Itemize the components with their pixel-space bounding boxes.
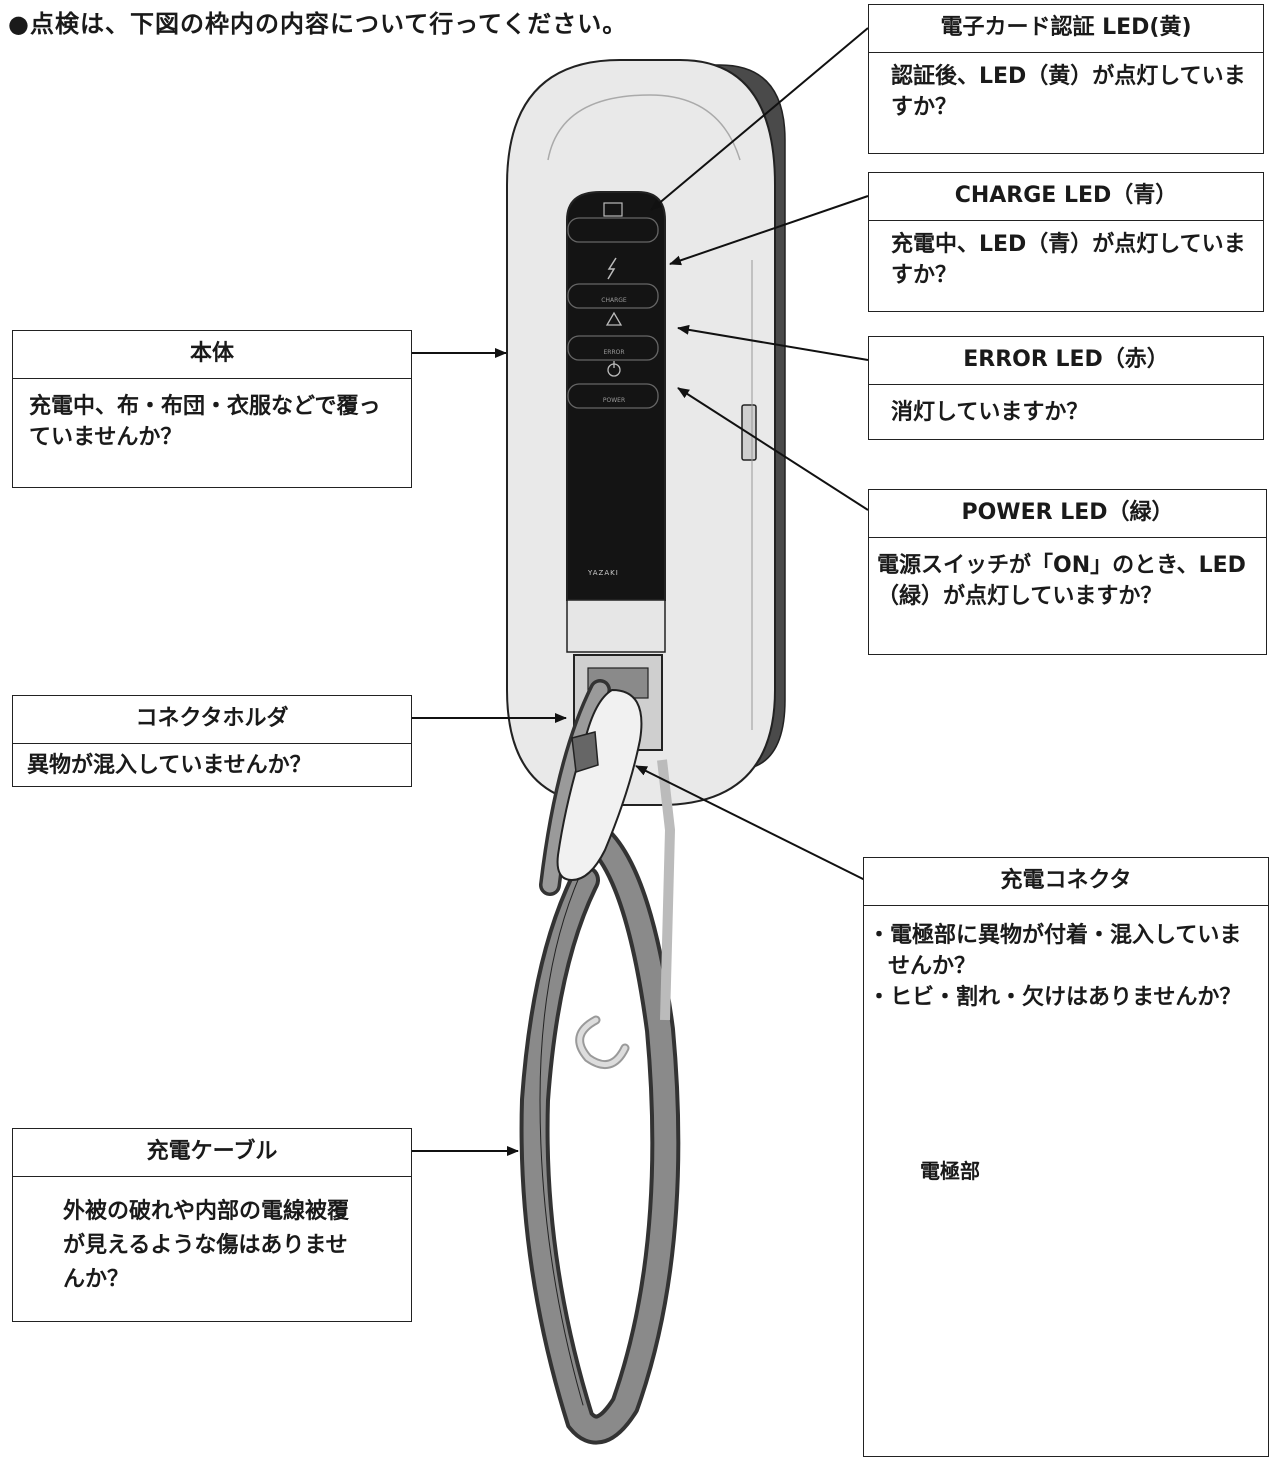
- callout-title: 本体: [13, 331, 411, 379]
- callout-body: 外被の破れや内部の電線被覆が見えるような傷はありませんか？: [63, 1199, 350, 1292]
- panel-button-caption: POWER: [603, 397, 625, 404]
- list-item: ヒビ・割れ・欠けはありませんか？: [868, 982, 1244, 1013]
- callout-body: 充電中、布・布団・衣服などで覆っていませんか？: [29, 394, 381, 450]
- charging-cable: [519, 679, 681, 1445]
- callout-connector: 充電コネクタ 電極部に異物が付着・混入していませんか？ ヒビ・割れ・欠けはありま…: [863, 857, 1269, 1457]
- electrode-label: 電極部: [920, 1159, 980, 1183]
- callout-body: 充電中、LED（青）が点灯していますか？: [891, 232, 1246, 288]
- callout-body: 電極部に異物が付着・混入していませんか？ ヒビ・割れ・欠けはありませんか？: [864, 906, 1268, 1013]
- callout-body: 認証後、LED（黄）が点灯していますか？: [891, 64, 1246, 120]
- callout-title: 電子カード認証 LED(黄): [869, 5, 1263, 53]
- callout-title: 充電ケーブル: [13, 1129, 411, 1177]
- callout-cable: 充電ケーブル 外被の破れや内部の電線被覆が見えるような傷はありませんか？: [12, 1128, 412, 1322]
- callout-title: ERROR LED（赤）: [869, 337, 1263, 385]
- callout-card-led: 電子カード認証 LED(黄) 認証後、LED（黄）が点灯していますか？: [868, 4, 1264, 154]
- panel-button-caption: CHARGE: [601, 297, 627, 304]
- callout-arrows: [412, 27, 869, 1156]
- callout-power-led: POWER LED（緑） 電源スイッチが「ON」のとき、LED（緑）が点灯してい…: [868, 489, 1267, 655]
- callout-title: POWER LED（緑）: [869, 490, 1266, 538]
- callout-title: CHARGE LED（青）: [869, 173, 1263, 221]
- page-heading: ●点検は、下図の枠内の内容について行ってください。: [8, 10, 628, 38]
- list-item: 電極部に異物が付着・混入していませんか？: [868, 920, 1244, 982]
- callout-body: 電源スイッチが「ON」のとき、LED（緑）が点灯していますか？: [877, 553, 1246, 609]
- connector-handle: [556, 688, 676, 1021]
- callout-charge-led: CHARGE LED（青） 充電中、LED（青）が点灯していますか？: [868, 172, 1264, 312]
- callout-title: 充電コネクタ: [864, 858, 1268, 906]
- callout-body-unit: 本体 充電中、布・布団・衣服などで覆っていませんか？: [12, 330, 412, 488]
- panel-button-caption: ERROR: [603, 349, 624, 356]
- led-panel: YAZAKI: [566, 191, 666, 653]
- callout-connector-holder: コネクタホルダ 異物が混入していませんか？: [12, 695, 412, 787]
- callout-error-led: ERROR LED（赤） 消灯していますか？: [868, 336, 1264, 440]
- callout-title: コネクタホルダ: [13, 696, 411, 744]
- brand-logo: YAZAKI: [587, 569, 619, 577]
- callout-body: 消灯していますか？: [891, 400, 1089, 425]
- callout-body: 異物が混入していませんか？: [27, 753, 312, 778]
